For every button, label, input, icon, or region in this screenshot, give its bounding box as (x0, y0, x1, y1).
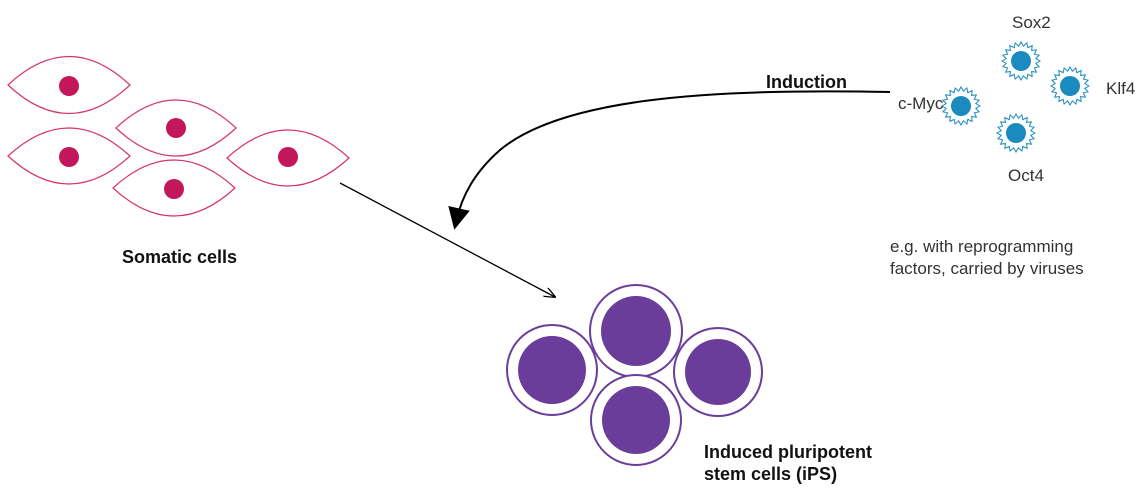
somatic-cell (7, 56, 131, 114)
somatic-cell (112, 159, 236, 217)
induction-arrow (448, 90, 891, 230)
klf4-label: Klf4 (1106, 79, 1136, 98)
somatic-cell (226, 129, 350, 187)
oct4-label: Oct4 (1008, 166, 1044, 185)
somatic-cells-label: Somatic cells (122, 247, 238, 267)
ips-cells-group (506, 284, 763, 466)
virus-particle (1049, 65, 1091, 107)
factors-note: e.g. with reprogramming factors, carried… (890, 237, 1084, 278)
induction-label: Induction (766, 72, 847, 92)
virus-particle (940, 85, 982, 127)
differentiation-arrow (339, 182, 555, 297)
virus-particle (1000, 40, 1042, 82)
viruses-group (940, 40, 1091, 154)
virus-particle (995, 112, 1037, 154)
c-myc-label: c-Myc (898, 94, 944, 113)
somatic-cell (7, 127, 131, 185)
somatic-cells-group (7, 56, 350, 217)
ips-cells-label: Induced pluripotent stem cells (iPS) (704, 442, 872, 484)
ips-cell (590, 374, 682, 466)
somatic-cell (115, 99, 237, 157)
sox2-label: Sox2 (1012, 13, 1051, 32)
ips-cell (673, 327, 763, 417)
ips-cell (506, 324, 598, 416)
ips-cell (589, 284, 683, 378)
